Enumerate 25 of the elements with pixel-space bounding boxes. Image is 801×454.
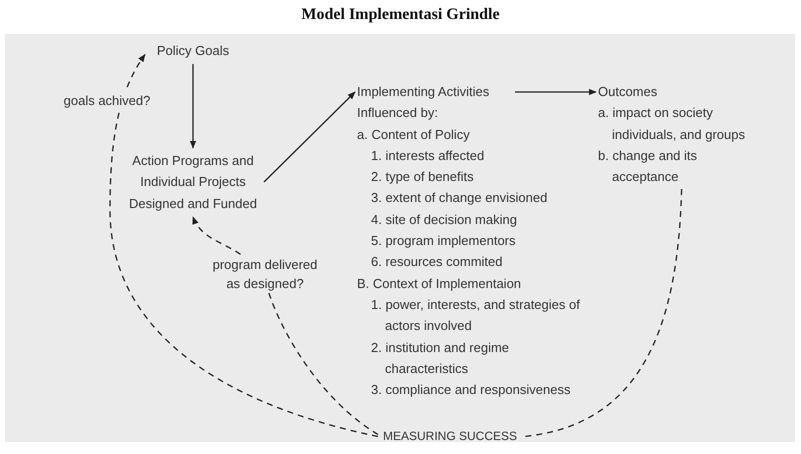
node-text: 4. site of decision making — [370, 210, 518, 229]
node-text: 3. compliance and responsiveness — [370, 381, 572, 400]
arrow — [515, 88, 597, 96]
node-text: b. change and its acceptance — [598, 146, 698, 186]
node-text: B. Context of Implementaion — [357, 274, 522, 293]
node-text: Policy Goals — [156, 42, 230, 60]
node-text: 2. type of benefits — [370, 168, 475, 186]
node-heading: Outcomes — [598, 83, 658, 101]
node-text: MEASURING SUCCESS — [382, 428, 518, 445]
node-text: 3. extent of change envisioned — [370, 189, 548, 208]
node-heading: Implementing Activities — [357, 83, 490, 101]
node-text: a. Content of Policy — [357, 126, 471, 144]
node-text: Action Programs and Individual Projects Designed and Funded — [128, 152, 258, 213]
dashed-line — [524, 188, 682, 438]
node-text: 2. institution and regime characteristics — [370, 338, 510, 378]
dashed-arrow — [109, 54, 378, 438]
diagram-title: Model Implementasi Grindle — [300, 6, 501, 24]
edge-label: goals achived? — [62, 91, 152, 110]
arrow — [190, 64, 196, 149]
node-text: 6. resources commited — [370, 253, 504, 272]
node-text: 5. program implementors — [370, 232, 516, 250]
arrow — [264, 91, 356, 182]
node-text: 1. interests affected — [370, 146, 486, 165]
node-text: 1. power, interests, and strategies of actors involved — [370, 296, 581, 336]
node-text: Influenced by: — [357, 104, 439, 122]
